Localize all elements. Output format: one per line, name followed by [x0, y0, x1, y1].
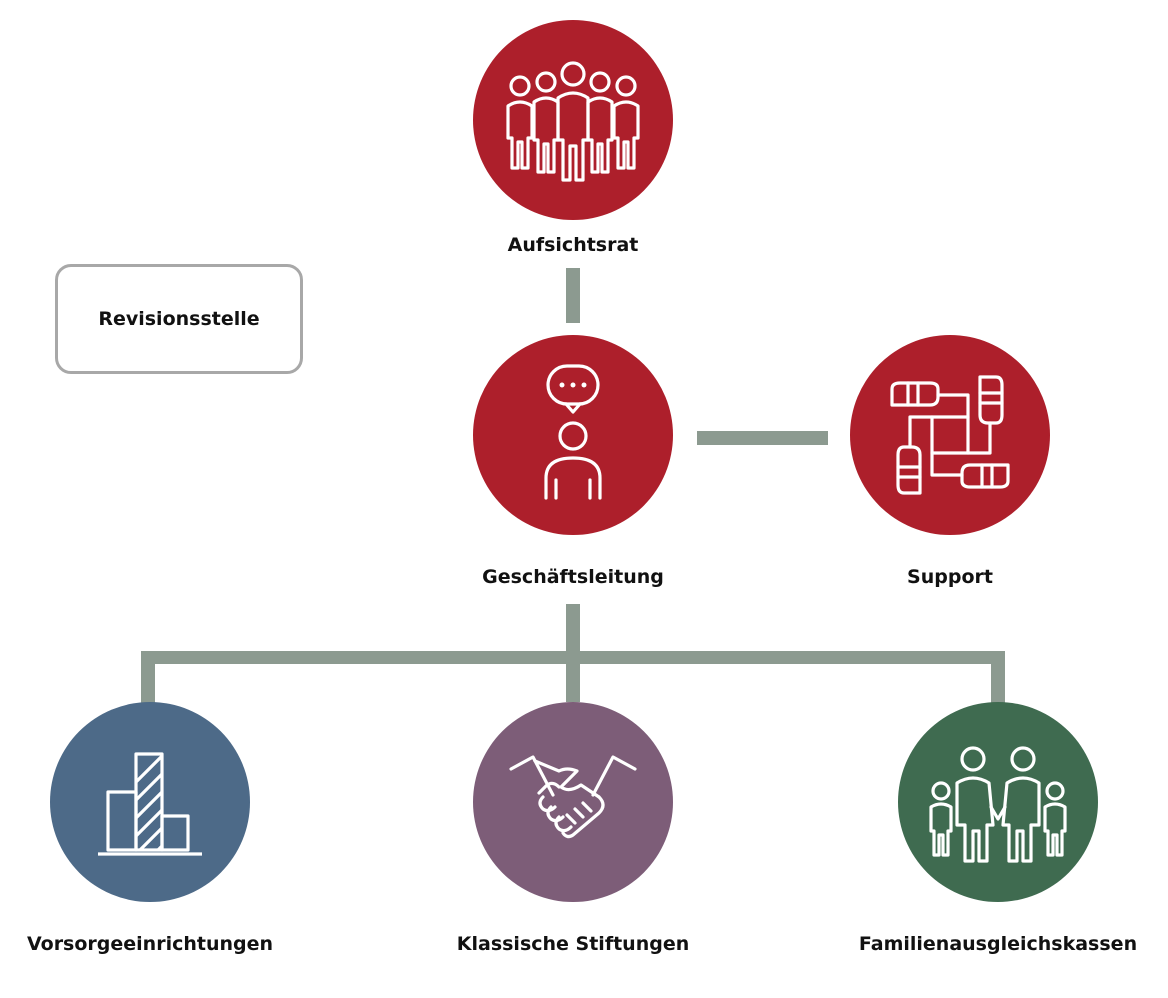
bar-chart-icon — [98, 752, 202, 856]
vorsorge-label: Vorsorgeeinrichtungen — [26, 933, 274, 955]
geschaeftsleitung-node — [473, 335, 673, 535]
revisionsstelle-box: Revisionsstelle — [55, 264, 303, 374]
stiftungen-node — [473, 702, 673, 902]
connector-branch-left — [141, 651, 155, 703]
aufsichtsrat-label: Aufsichtsrat — [507, 234, 639, 256]
person-speech-icon — [544, 364, 602, 500]
support-label: Support — [907, 566, 993, 588]
revisionsstelle-label: Revisionsstelle — [98, 308, 260, 330]
group-icon — [506, 61, 640, 182]
connector-gl-support — [697, 431, 828, 445]
familien-node — [898, 702, 1098, 902]
handshake-icon — [509, 755, 637, 839]
vorsorge-node — [50, 702, 250, 902]
hands-teamwork-icon — [890, 375, 1010, 495]
connector-branch-horizontal — [141, 651, 1005, 664]
familien-label: Familienausgleichskassen — [858, 933, 1138, 955]
connector-aufsicht-gl — [566, 268, 580, 323]
family-icon — [929, 746, 1067, 863]
aufsichtsrat-node — [473, 20, 673, 220]
stiftungen-label: Klassische Stiftungen — [456, 933, 690, 955]
geschaeftsleitung-label: Geschäftsleitung — [482, 566, 664, 588]
support-node — [850, 335, 1050, 535]
connector-branch-right — [991, 651, 1005, 703]
